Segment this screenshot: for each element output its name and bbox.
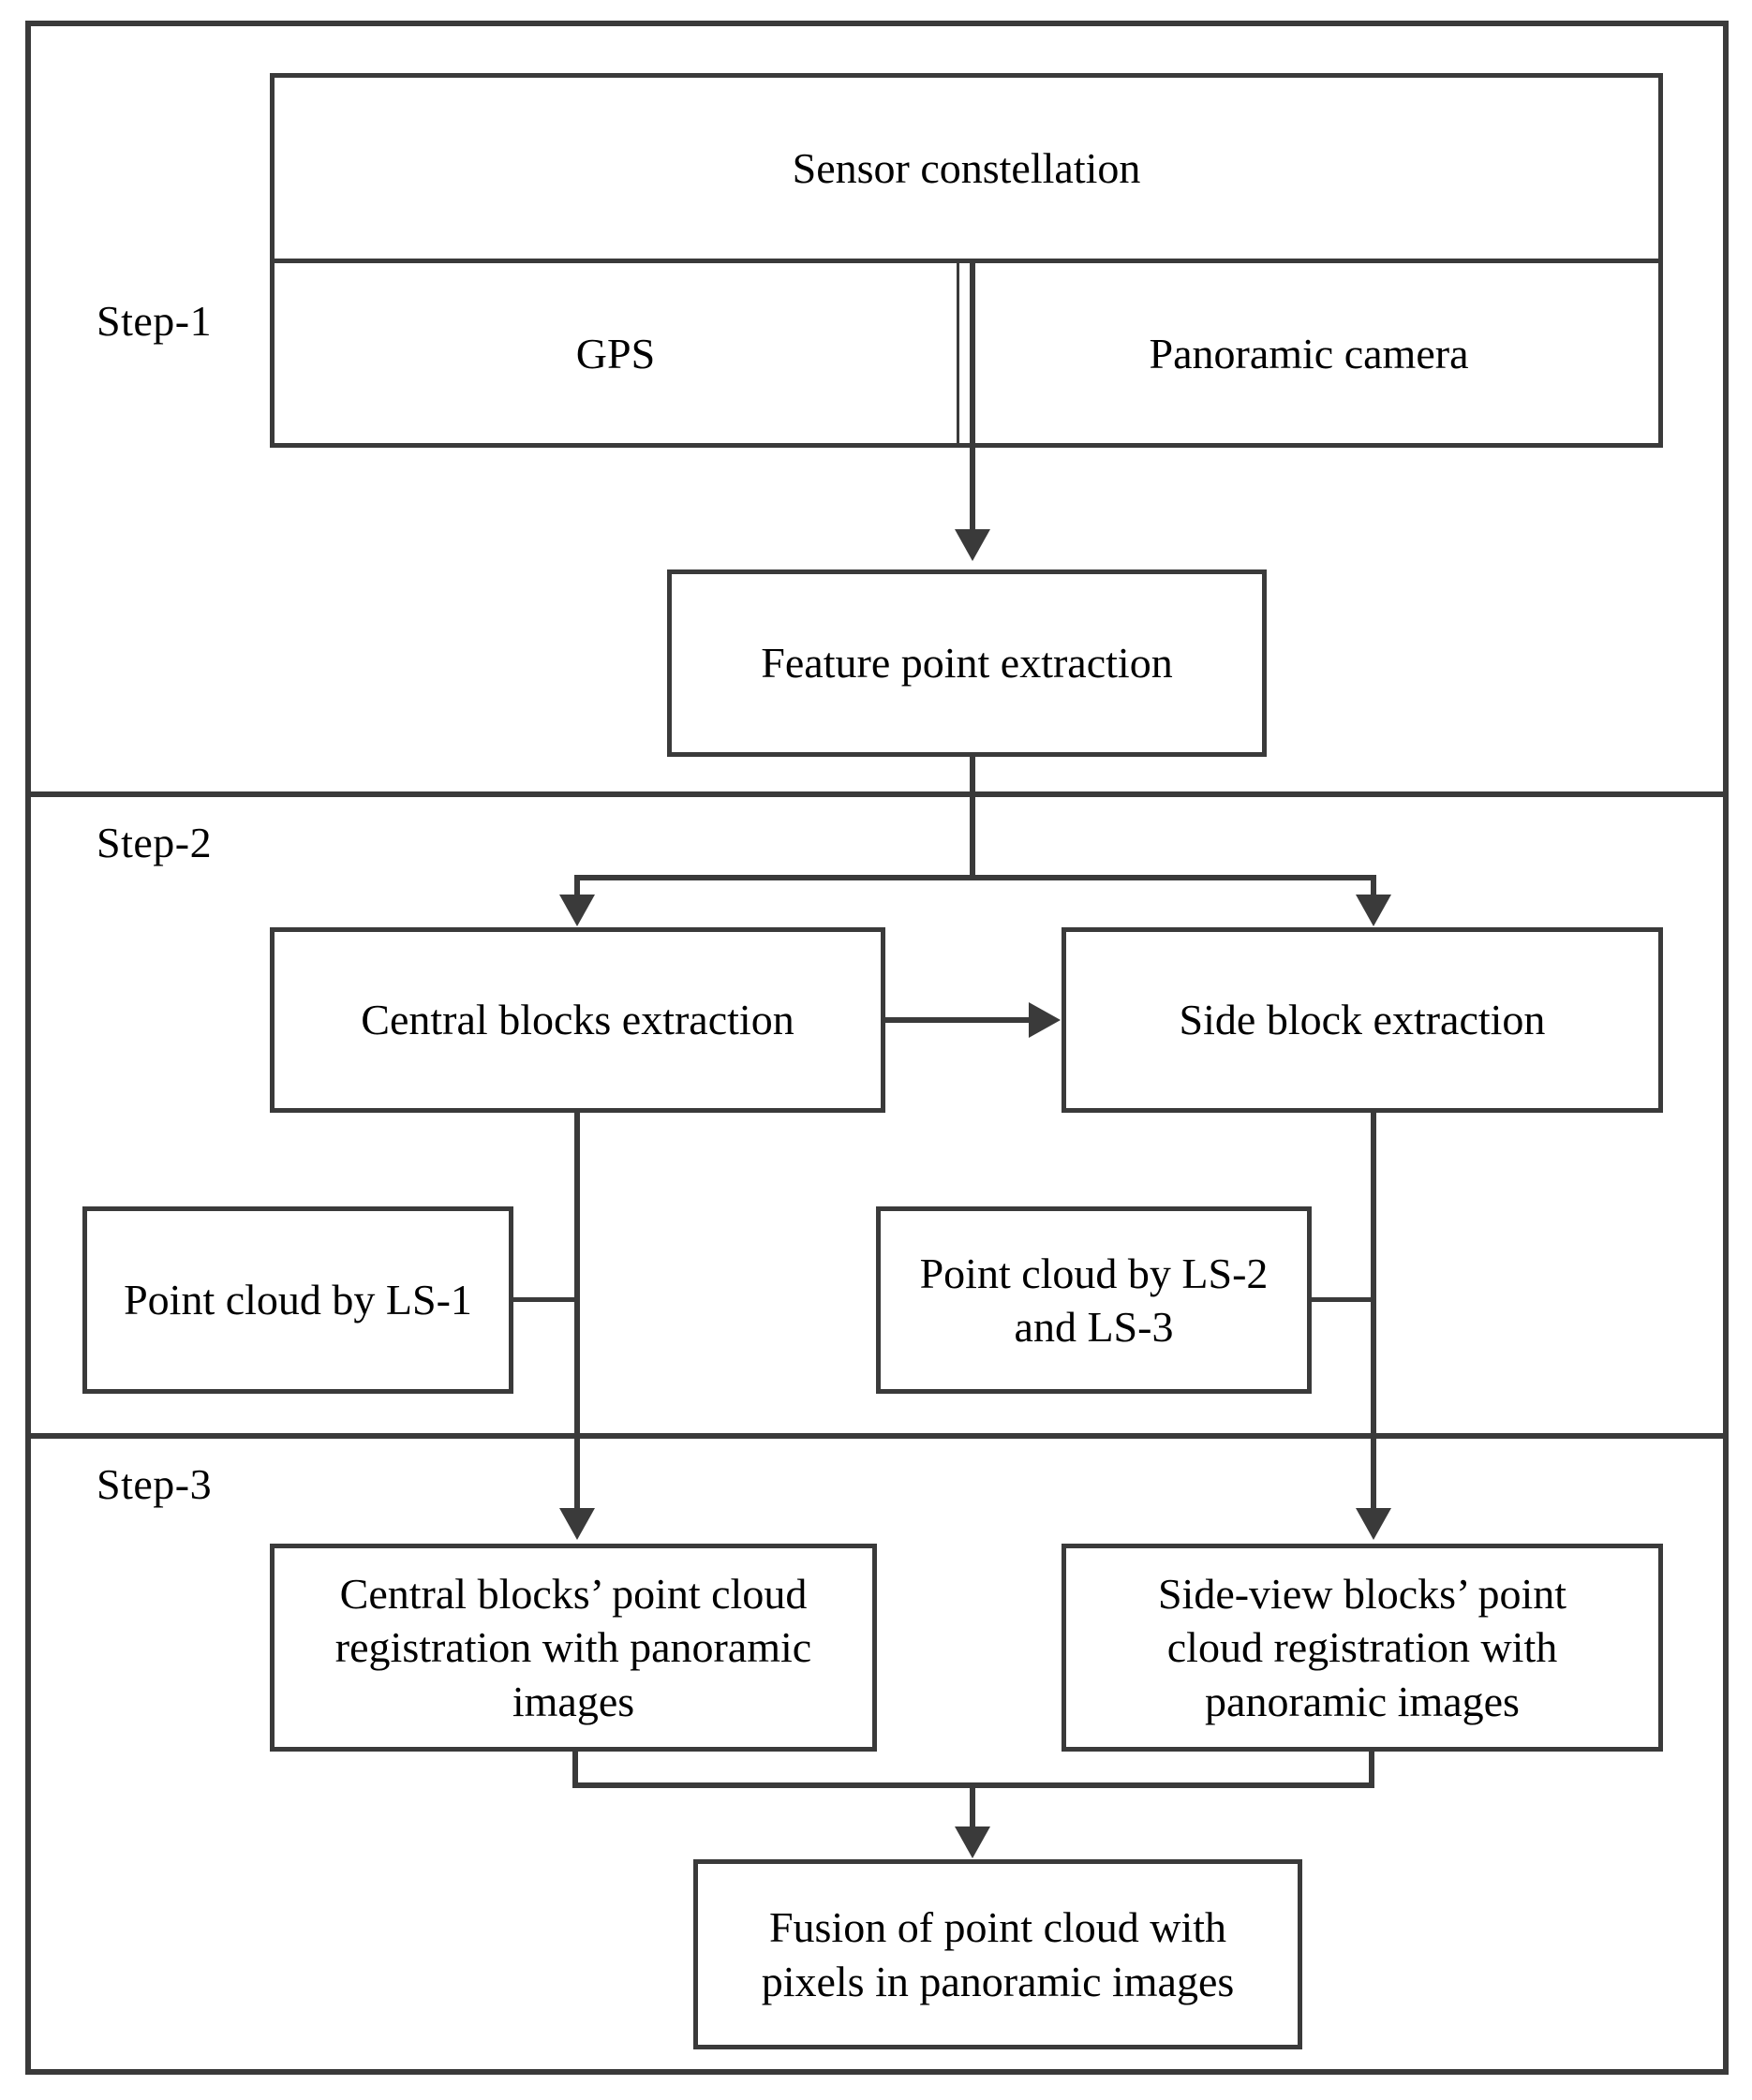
sensor-constellation-title: Sensor constellation xyxy=(792,144,1141,192)
node-feature-point-extraction: Feature point extraction xyxy=(667,569,1267,757)
node-point-cloud-ls2-ls3-line2: and LS-3 xyxy=(1014,1303,1174,1351)
edge-sensor-to-feature-line xyxy=(970,259,975,551)
edge-sensor-to-feature-arrowhead xyxy=(955,529,990,561)
edge-central-registration-merge-drop xyxy=(572,1750,578,1787)
node-gps: GPS xyxy=(575,329,656,377)
edge-side-to-registration-arrowhead xyxy=(1356,1508,1391,1540)
node-central-registration-line3: images xyxy=(512,1677,635,1725)
edge-feature-branch-stem xyxy=(970,755,975,880)
edge-central-to-side-line xyxy=(885,1017,1031,1023)
edge-side-to-registration-line xyxy=(1371,1111,1376,1530)
sensor-box-horizontal-divider xyxy=(270,259,1663,263)
node-side-registration-line2: cloud registration with xyxy=(1166,1623,1558,1672)
node-fusion-line2: pixels in panoramic images xyxy=(761,1957,1235,2005)
node-panoramic-camera: Panoramic camera xyxy=(1149,329,1469,377)
edge-merge-to-fusion-arrowhead xyxy=(955,1826,990,1858)
step-label-3: Step-3 xyxy=(97,1460,213,1508)
edge-merge-to-fusion-stem xyxy=(970,1782,975,1837)
step-divider-2-3 xyxy=(25,1433,1729,1439)
node-side-registration-line1: Side-view blocks’ point xyxy=(1157,1569,1567,1618)
step-label-1: Step-1 xyxy=(97,297,213,345)
node-side-block-extraction: Side block extraction xyxy=(1062,927,1663,1113)
sensor-box-vertical-divider xyxy=(957,263,959,443)
edge-feature-to-side-arrowhead xyxy=(1356,895,1391,926)
node-central-registration: Central blocks’ point cloud registration… xyxy=(270,1544,877,1752)
edge-feature-branch-left-drop xyxy=(574,875,580,901)
node-point-cloud-ls2-ls3-line1: Point cloud by LS-2 xyxy=(919,1249,1269,1297)
node-side-registration: Side-view blocks’ point cloud registrati… xyxy=(1062,1544,1663,1752)
edge-feature-branch-right-drop xyxy=(1371,875,1376,901)
edge-central-to-side-arrowhead xyxy=(1029,1002,1061,1038)
node-point-cloud-ls2-ls3: Point cloud by LS-2 and LS-3 xyxy=(876,1206,1312,1394)
sensor-constellation-box: Sensor constellation GPS Panoramic camer… xyxy=(270,73,1663,448)
node-central-registration-line2: registration with panoramic xyxy=(334,1623,812,1672)
step-label-2: Step-2 xyxy=(97,819,213,866)
step-divider-1-2 xyxy=(25,791,1729,797)
edge-side-registration-merge-drop xyxy=(1369,1750,1374,1787)
edge-feature-to-central-arrowhead xyxy=(559,895,595,926)
node-central-registration-line1: Central blocks’ point cloud xyxy=(339,1569,808,1618)
node-point-cloud-ls1: Point cloud by LS-1 xyxy=(82,1206,513,1394)
node-central-blocks-extraction: Central blocks extraction xyxy=(270,927,885,1113)
edge-ls2ls3-join-line xyxy=(1310,1297,1373,1302)
diagram-outer-frame xyxy=(25,21,1729,2075)
edge-feature-branch-bar xyxy=(574,875,1376,880)
edge-central-to-registration-arrowhead xyxy=(559,1508,595,1540)
node-fusion-line1: Fusion of point cloud with xyxy=(768,1903,1227,1951)
edge-ls1-join-line xyxy=(512,1297,577,1302)
node-fusion: Fusion of point cloud with pixels in pan… xyxy=(693,1859,1302,2049)
node-side-registration-line3: panoramic images xyxy=(1205,1677,1520,1725)
edge-central-to-registration-line xyxy=(574,1111,580,1530)
